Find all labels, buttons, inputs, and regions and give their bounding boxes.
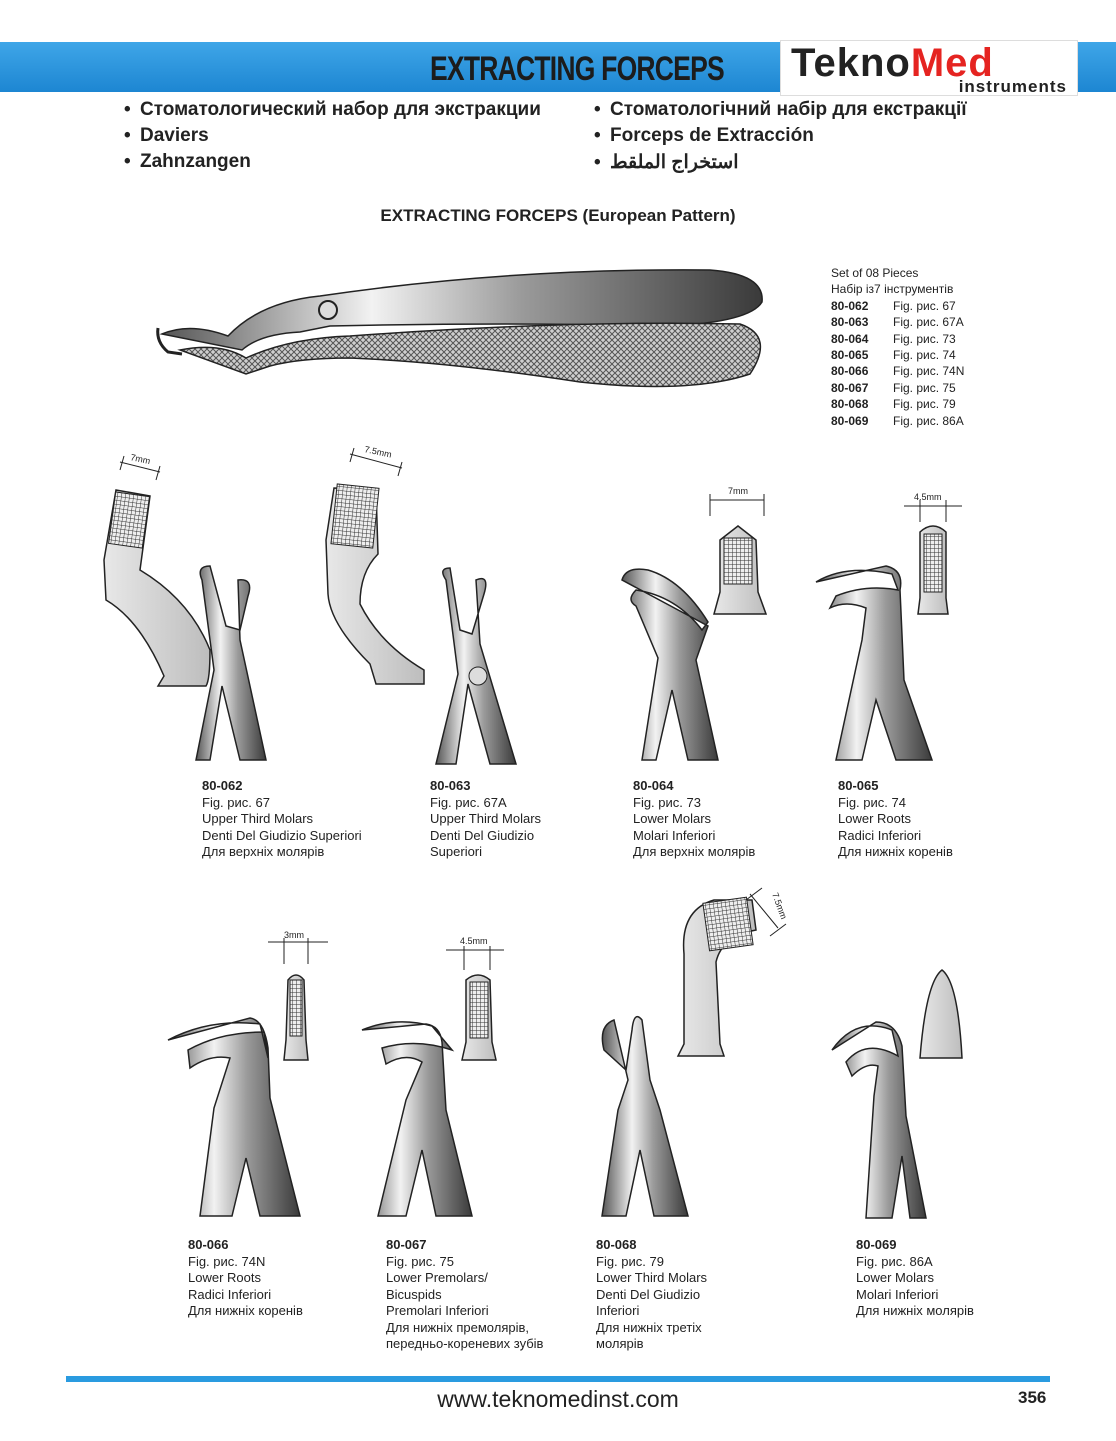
product-caption-80-063: 80-063 Fig. рис. 67A Upper Third Molars … bbox=[430, 778, 542, 859]
bullet-right-1: •Стоматологічний набір для екстракції bbox=[594, 99, 967, 120]
dimension-label: 7.5mm bbox=[770, 891, 789, 920]
forceps-image-80-064: 7mm bbox=[621, 486, 768, 761]
product-caption-80-069: 80-069 Fig. рис. 86A Lower Molars Molari… bbox=[856, 1237, 974, 1318]
dimension-label: 7mm bbox=[130, 452, 152, 466]
dimension-label: 4.5mm bbox=[460, 936, 488, 946]
product-caption-80-062: 80-062 Fig. рис. 67 Upper Third Molars D… bbox=[202, 778, 362, 859]
product-caption-80-066: 80-066 Fig. рис. 74N Lower Roots Radici … bbox=[188, 1237, 303, 1318]
set-info: Set of 08 Pieces Набір із7 інструментів … bbox=[831, 265, 964, 429]
logo-text-part1: Tekno bbox=[791, 41, 911, 85]
dimension-label: 3mm bbox=[284, 930, 304, 940]
bullet-left-2: •Daviers bbox=[124, 125, 209, 146]
page-title: EXTRACTING FORCEPS bbox=[430, 50, 725, 88]
logo-text-part2: Med bbox=[910, 41, 994, 85]
bullet-right-3: •استخراج الملقط bbox=[594, 152, 739, 173]
bullet-left-3: •Zahnzangen bbox=[124, 151, 251, 172]
forceps-image-80-062: 7mm bbox=[103, 452, 267, 761]
set-info-count-ua: Набір із7 інструментів bbox=[831, 282, 954, 297]
forceps-image-80-066: 3mm bbox=[167, 930, 328, 1217]
bullet-left-1: •Стоматологический набор для экстракции bbox=[124, 99, 541, 120]
page-number: 356 bbox=[1018, 1388, 1047, 1407]
website-link[interactable]: www.teknomedinst.com bbox=[437, 1386, 679, 1412]
forceps-image-80-063: 7.5mm bbox=[325, 444, 518, 765]
product-caption-80-067: 80-067 Fig. рис. 75 Lower Premolars/ Bic… bbox=[386, 1237, 544, 1351]
dimension-label: 4.5mm bbox=[914, 492, 942, 502]
forceps-image-80-065: 4.5mm bbox=[815, 492, 962, 761]
dimension-label: 7.5mm bbox=[364, 444, 393, 460]
section-title: EXTRACTING FORCEPS (European Pattern) bbox=[380, 206, 736, 225]
footer-divider bbox=[66, 1376, 1050, 1382]
logo-subtitle: instruments bbox=[958, 77, 1067, 96]
forceps-image-80-068: 7.5mm bbox=[601, 887, 789, 1217]
main-forceps-image bbox=[156, 269, 763, 388]
product-caption-80-065: 80-065 Fig. рис. 74 Lower Roots Radici I… bbox=[838, 778, 953, 859]
bullet-right-2: •Forceps de Extracción bbox=[594, 125, 814, 146]
forceps-image-80-067: 4.5mm bbox=[361, 936, 504, 1217]
brand-logo: TeknoMed instruments bbox=[780, 40, 1078, 96]
product-caption-80-064: 80-064 Fig. рис. 73 Lower Molars Molari … bbox=[633, 778, 756, 859]
set-info-count: Set of 08 Pieces bbox=[831, 266, 919, 280]
product-caption-80-068: 80-068 Fig. рис. 79 Lower Third Molars D… bbox=[596, 1237, 708, 1351]
forceps-image-80-069 bbox=[831, 969, 963, 1219]
dimension-label: 7mm bbox=[728, 486, 748, 496]
